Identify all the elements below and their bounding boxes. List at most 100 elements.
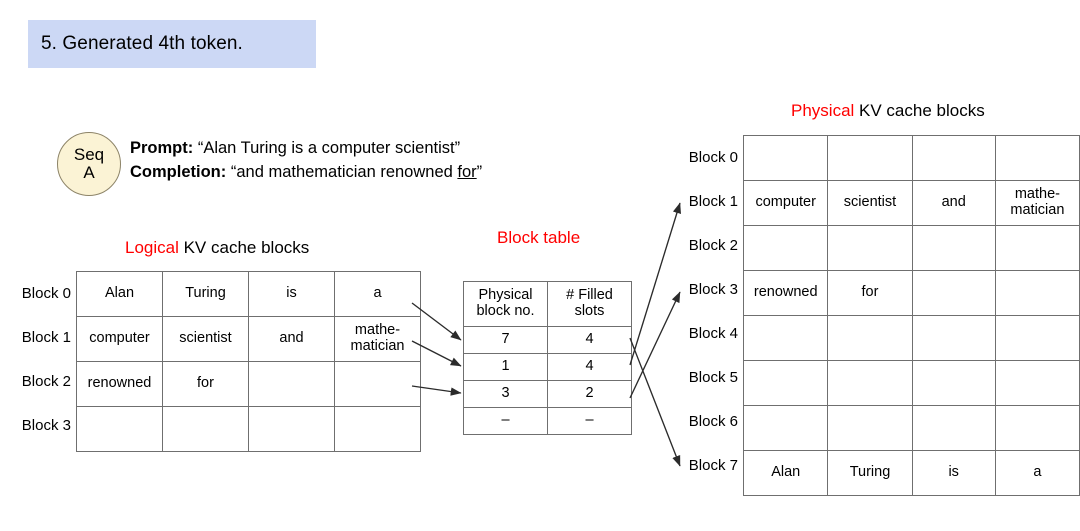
physical-cell-r6-c0 xyxy=(742,405,829,451)
logical-cell-r1-c1: scientist xyxy=(162,316,249,362)
physical-cell-r0-c0 xyxy=(742,135,829,181)
table-row: –– xyxy=(463,407,632,435)
seq-badge-line1: Seq xyxy=(73,145,105,165)
block-table-physno-1: 1 xyxy=(463,353,548,381)
logical-cell-r0-c2: is xyxy=(248,271,335,317)
physical-cell-r2-c0 xyxy=(742,225,829,271)
block-table-physno-0: 7 xyxy=(463,326,548,354)
prompt-label: Prompt: xyxy=(130,139,194,157)
physical-cell-r0-c3 xyxy=(994,135,1080,181)
physical-cell-r3-c3 xyxy=(994,270,1080,316)
logical-cell-r3-c2 xyxy=(248,406,335,452)
completion-prefix: “and mathematician renowned xyxy=(230,162,458,181)
physical-caption: Physical KV cache blocks xyxy=(791,101,985,121)
physical-cell-r3-c0: renowned xyxy=(742,270,829,316)
logical-row-label-2: Block 2 xyxy=(21,373,71,390)
logical-caption-highlight: Logical xyxy=(125,238,179,257)
table-row xyxy=(742,135,1080,181)
completion-suffix: ” xyxy=(476,162,483,181)
physical-caption-rest: KV cache blocks xyxy=(854,101,985,120)
logical-cell-r2-c0: renowned xyxy=(76,361,163,407)
block-table-filled-3: – xyxy=(547,407,632,435)
seq-badge-line2: A xyxy=(83,163,95,182)
physical-cell-r2-c1 xyxy=(827,225,913,271)
table-row xyxy=(742,360,1080,406)
physical-cell-r2-c3 xyxy=(994,225,1080,271)
physical-cell-r1-c1: scientist xyxy=(827,180,913,226)
logical-caption-rest: KV cache blocks xyxy=(178,238,310,257)
physical-cell-r4-c0 xyxy=(742,315,829,361)
table-row xyxy=(742,225,1080,271)
physical-row-label-2: Block 2 xyxy=(688,237,738,254)
physical-cell-r6-c3 xyxy=(994,405,1080,451)
logical-cell-r3-c0 xyxy=(76,406,163,452)
physical-row-label-4: Block 4 xyxy=(688,325,738,342)
physical-cell-r6-c1 xyxy=(827,405,913,451)
block-table-filled-2: 2 xyxy=(547,380,632,408)
physical-cell-r0-c2 xyxy=(911,135,996,181)
seq-badge: Seq A xyxy=(57,132,121,196)
completion-label: Completion: xyxy=(130,162,227,181)
logical-cell-r0-c3: a xyxy=(334,271,421,317)
physical-row-label-1: Block 1 xyxy=(688,193,738,210)
table-row xyxy=(742,405,1080,451)
physical-cell-r3-c1: for xyxy=(827,270,913,316)
logical-cell-r2-c2 xyxy=(248,361,335,407)
physical-cell-r5-c2 xyxy=(911,360,996,406)
physical-cell-r4-c2 xyxy=(911,315,996,361)
block-table-physno-2: 3 xyxy=(463,380,548,408)
table-row xyxy=(76,406,421,452)
physical-cell-r5-c1 xyxy=(827,360,913,406)
physical-cell-r7-c3: a xyxy=(994,450,1080,496)
physical-cell-r3-c2 xyxy=(911,270,996,316)
block-table-caption: Block table xyxy=(497,228,581,247)
step-label: 5. Generated 4th token. xyxy=(41,33,243,54)
physical-cell-r5-c0 xyxy=(742,360,829,406)
physical-cell-r6-c2 xyxy=(911,405,996,451)
sequence-text: Prompt: “Alan Turing is a computer scien… xyxy=(130,137,482,185)
logical-cell-r2-c1: for xyxy=(162,361,249,407)
physical-cell-r0-c1 xyxy=(827,135,913,181)
logical-cell-r1-c3: mathe-matician xyxy=(334,316,421,362)
physical-caption-highlight: Physical xyxy=(791,101,855,120)
logical-cell-r1-c2: and xyxy=(248,316,335,362)
physical-cell-r4-c1 xyxy=(827,315,913,361)
logical-row-label-3: Block 3 xyxy=(21,417,71,434)
logical-row-label-0: Block 0 xyxy=(21,285,71,302)
logical-caption: Logical KV cache blocks xyxy=(125,238,309,258)
completion-latest-token: for xyxy=(457,162,477,181)
block-table-filled-1: 4 xyxy=(547,353,632,381)
physical-cell-r4-c3 xyxy=(994,315,1080,361)
logical-cell-r3-c3 xyxy=(334,406,421,452)
block-table-physno-3: – xyxy=(463,407,548,435)
physical-cell-r7-c1: Turing xyxy=(827,450,913,496)
prompt-line: Prompt: “Alan Turing is a computer scien… xyxy=(130,137,482,161)
completion-line: Completion: “and mathematician renowned … xyxy=(130,161,482,185)
physical-row-label-6: Block 6 xyxy=(688,413,738,430)
logical-cell-r1-c0: computer xyxy=(76,316,163,362)
logical-cell-r0-c1: Turing xyxy=(162,271,249,317)
arrow-blocktable0-to-physical7 xyxy=(629,337,681,467)
step-banner: 5. Generated 4th token. xyxy=(28,20,316,68)
physical-cell-r1-c3: mathe-matician xyxy=(994,180,1080,226)
physical-cell-r7-c2: is xyxy=(911,450,996,496)
physical-cell-r5-c3 xyxy=(994,360,1080,406)
table-row xyxy=(742,315,1080,361)
block-table-filled-0: 4 xyxy=(547,326,632,354)
physical-row-label-0: Block 0 xyxy=(688,149,738,166)
physical-cell-r2-c2 xyxy=(911,225,996,271)
logical-cell-r2-c3 xyxy=(334,361,421,407)
